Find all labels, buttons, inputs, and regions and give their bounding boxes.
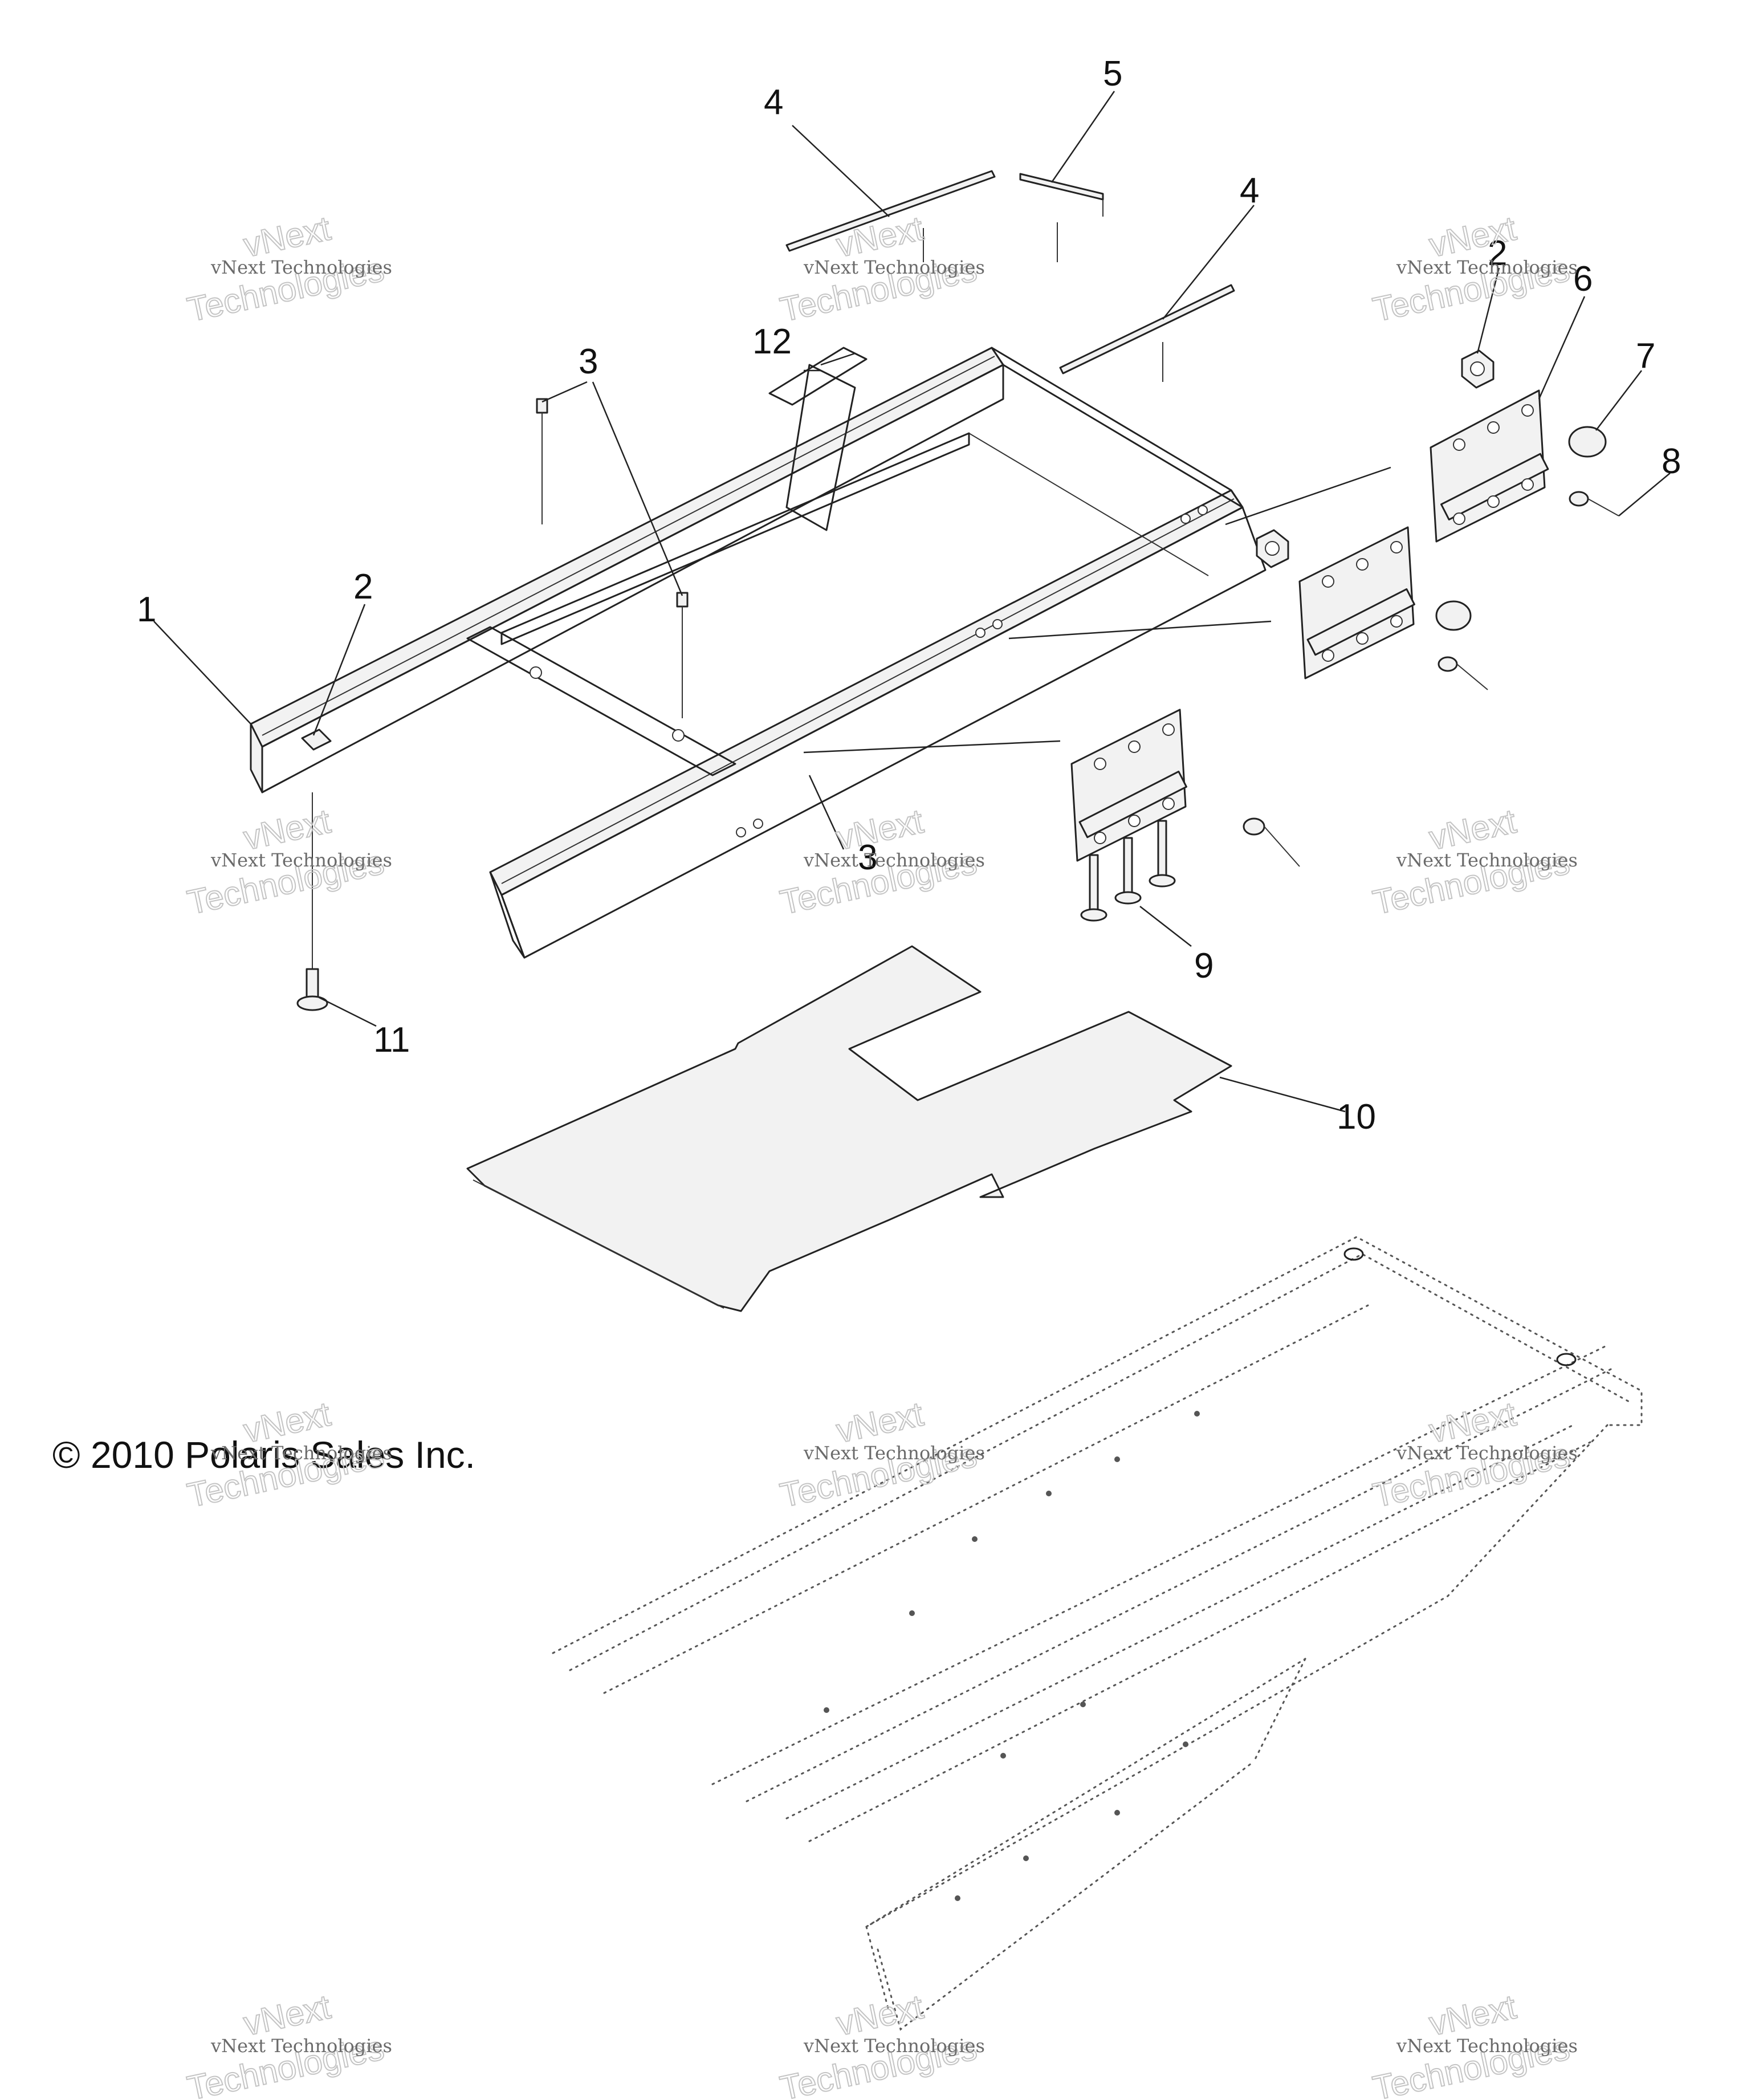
watermark-text: vNext Technologies	[1396, 1442, 1578, 1464]
strip-parts	[785, 170, 1235, 382]
watermark-text: vNext Technologies	[210, 257, 392, 278]
hinge-middle	[1256, 526, 1488, 690]
callout-9: 9	[1194, 946, 1214, 986]
hinge-lower	[1070, 709, 1300, 922]
watermark-text: vNext Technologies	[210, 2035, 392, 2057]
callout-3-lower: 3	[858, 838, 877, 877]
leader-lines	[153, 91, 1671, 1113]
callout-labels: 1 2 3 4 5 4 12 2 6 7 8 3 9 10 11	[137, 54, 1681, 1137]
watermark-text: vNext Technologies	[803, 1442, 985, 1464]
hinge-upper	[1430, 349, 1619, 543]
callout-7: 7	[1636, 336, 1655, 376]
copyright-text: © 2010 Polaris Sales Inc.	[52, 1434, 475, 1476]
watermark-text: vNext Technologies	[803, 2035, 985, 2057]
watermark-text: vNext Technologies	[1396, 2035, 1578, 2057]
callout-5: 5	[1103, 54, 1122, 93]
callout-4-right: 4	[1240, 171, 1259, 210]
callout-8: 8	[1662, 442, 1681, 481]
frame-assembly	[250, 347, 1267, 959]
watermark-text: vNext Technologies	[1396, 257, 1578, 278]
callout-3-upper: 3	[579, 342, 598, 381]
bolt-part	[296, 792, 328, 1011]
callout-2-right: 2	[1488, 234, 1507, 273]
floor-panel	[466, 945, 1232, 1312]
callout-10: 10	[1337, 1097, 1376, 1137]
callout-1: 1	[137, 590, 156, 629]
watermark-text: vNext Technologies	[210, 1442, 392, 1464]
callout-11: 11	[373, 1020, 410, 1060]
callout-4-left: 4	[764, 83, 783, 122]
watermark-text: vNext Technologies	[803, 849, 985, 871]
watermark-text: vNext Technologies	[210, 849, 392, 871]
chassis-background	[552, 1236, 1643, 2031]
watermark-text: vNext Technologies	[1396, 849, 1578, 871]
callout-2-left: 2	[353, 567, 373, 607]
callout-12: 12	[752, 322, 792, 361]
callout-6: 6	[1573, 259, 1593, 299]
watermark-text: vNext Technologies	[803, 257, 985, 278]
